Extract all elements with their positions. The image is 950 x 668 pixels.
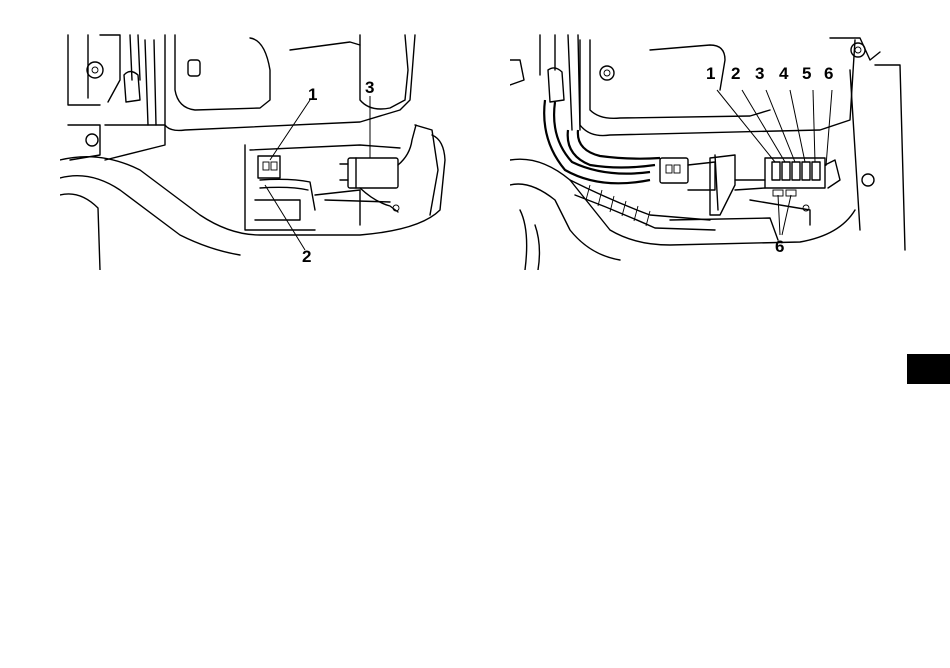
callout-line-3 — [766, 90, 795, 162]
callout-label-3: 3 — [365, 78, 374, 97]
section-tab — [907, 354, 950, 384]
callout-label-4: 4 — [779, 64, 789, 83]
callout-label-1: 1 — [706, 64, 715, 83]
callout-line-6-top — [826, 90, 832, 166]
callout-label-6-top: 6 — [824, 64, 833, 83]
left-fuse-box-illustration: 1 2 3 — [60, 30, 460, 270]
left-callouts: 1 2 3 — [60, 30, 460, 270]
right-fuse-box-illustration: 1 2 3 4 5 6 6 — [510, 30, 910, 270]
callout-line-4 — [790, 90, 805, 162]
callout-line-1 — [717, 90, 775, 162]
callout-line-2 — [742, 90, 785, 162]
callout-label-1: 1 — [308, 85, 317, 104]
callout-label-3: 3 — [755, 64, 764, 83]
callout-label-6-bottom: 6 — [775, 237, 784, 256]
callout-line-5 — [813, 90, 815, 162]
right-callouts: 1 2 3 4 5 6 6 — [510, 30, 910, 270]
callout-line-1 — [270, 100, 310, 160]
callout-label-5: 5 — [802, 64, 811, 83]
callout-line-2 — [265, 185, 305, 250]
callout-label-2: 2 — [302, 247, 311, 266]
callout-line-6a — [778, 195, 780, 235]
callout-line-6b — [782, 195, 791, 235]
callout-label-2: 2 — [731, 64, 740, 83]
